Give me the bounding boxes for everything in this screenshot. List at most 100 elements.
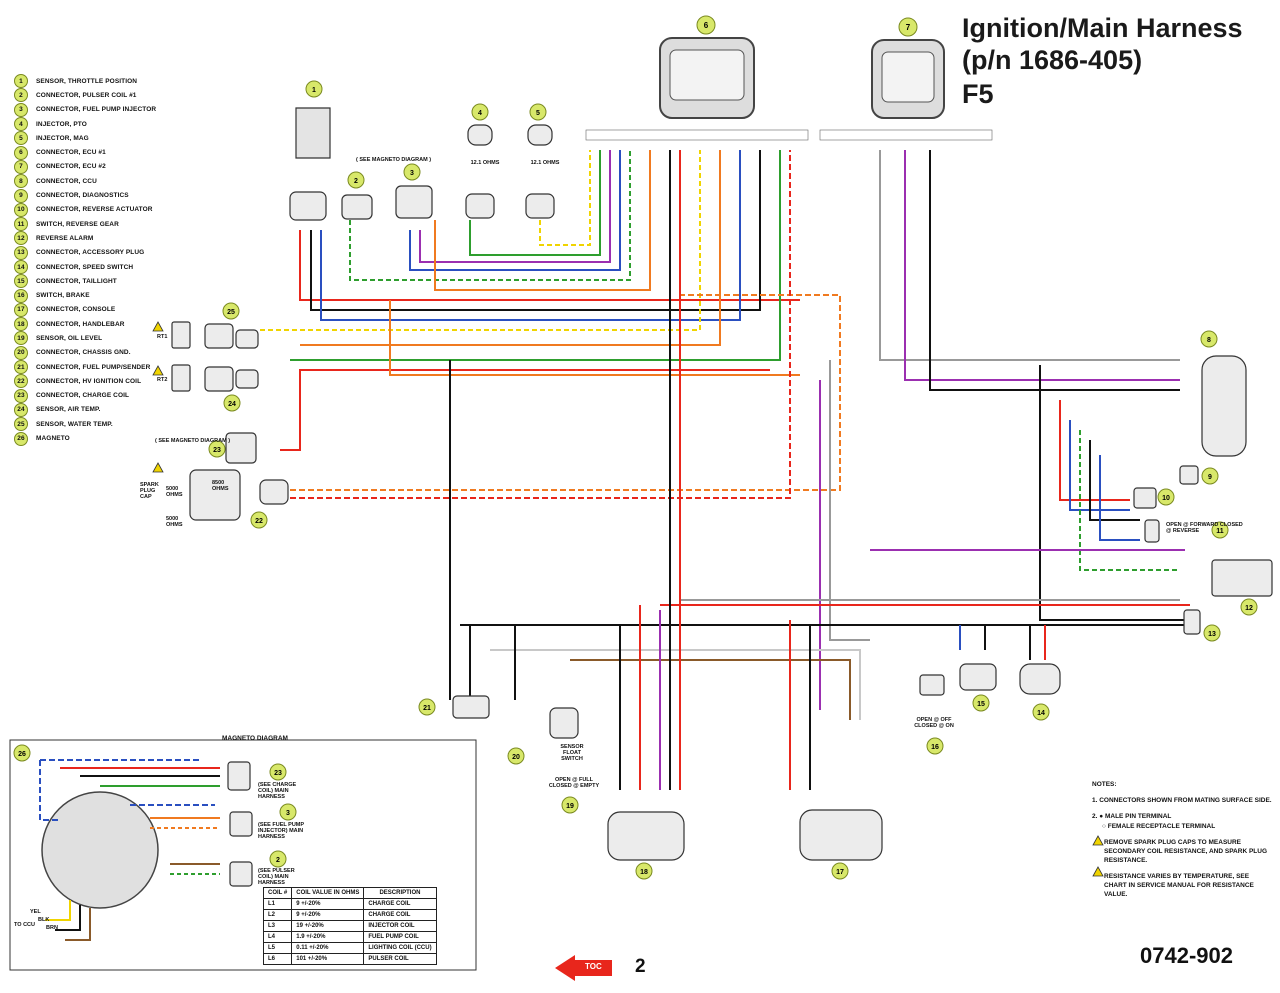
- svg-text:23: 23: [213, 447, 221, 454]
- legend-number-badge: 3: [14, 102, 28, 117]
- legend-label: CONNECTOR, CHARGE COIL: [36, 392, 130, 400]
- table-cell: LIGHTING COIL (CCU): [363, 942, 437, 954]
- legend-number-badge: 23: [14, 388, 28, 403]
- svg-text:16: 16: [931, 744, 939, 751]
- page-title-line1: Ignition/Main Harness: [962, 13, 1243, 43]
- legend-label: CONNECTOR, HV IGNITION COIL: [36, 377, 142, 385]
- legend-number-badge: 12: [14, 231, 28, 246]
- legend-number-badge: 5: [14, 131, 28, 146]
- toc-arrow-icon[interactable]: [555, 955, 612, 981]
- legend-number-badge: 14: [14, 260, 28, 274]
- injector-mag-ohms: 12.1 OHMS: [530, 160, 560, 166]
- table-cell: 9 +/-20%: [291, 909, 365, 921]
- table-cell: L1: [262, 898, 293, 910]
- notes-section: NOTES: 1. CONNECTORS SHOWN FROM MATING S…: [1092, 780, 1272, 906]
- legend-label: CONNECTOR, ACCESSORY PLUG: [36, 249, 145, 257]
- legend-item: 6 CONNECTOR, ECU #1: [14, 145, 214, 160]
- connector-bodies: [171, 107, 1273, 887]
- legend-label: CONNECTOR, FUEL PUMP/SENDER: [36, 363, 151, 371]
- legend-number-badge: 8: [14, 174, 28, 189]
- legend-number-badge: 1: [14, 74, 28, 89]
- svg-text:12: 12: [1245, 605, 1253, 612]
- page-number: 2: [635, 956, 646, 977]
- rt2-label: RT2: [157, 377, 168, 383]
- legend-label: CONNECTOR, ECU #1: [36, 149, 106, 157]
- legend-item: 21 CONNECTOR, FUEL PUMP/SENDER: [14, 360, 214, 375]
- table-cell: 101 +/-20%: [291, 953, 365, 965]
- spark-plug-ohms-a: 5000 OHMS: [166, 486, 183, 498]
- legend-number-badge: 6: [14, 145, 28, 160]
- legend-label: CONNECTOR, CHASSIS GND.: [36, 349, 131, 357]
- magneto-label-3: (SEE FUEL PUMP INJECTOR) MAIN HARNESS: [258, 822, 304, 840]
- legend-label: CONNECTOR, REVERSE ACTUATOR: [36, 206, 153, 214]
- table-cell: L5: [262, 942, 293, 954]
- legend-number-badge: 24: [14, 402, 28, 417]
- svg-text:4: 4: [478, 110, 482, 117]
- svg-text:17: 17: [836, 869, 844, 876]
- float-switch-states: OPEN @ FULL CLOSED @ EMPTY: [548, 777, 600, 789]
- svg-text:9: 9: [1208, 474, 1212, 481]
- legend-label: CONNECTOR, CONSOLE: [36, 306, 116, 314]
- svg-text:3: 3: [410, 170, 414, 177]
- legend-number-badge: 25: [14, 417, 28, 432]
- toc-link[interactable]: TOC: [585, 962, 602, 971]
- legend-item: 3 CONNECTOR, FUEL PUMP INJECTOR: [14, 102, 214, 117]
- legend-number-badge: 13: [14, 245, 28, 260]
- legend-item: 13 CONNECTOR, ACCESSORY PLUG: [14, 245, 214, 260]
- see-magneto-label: ( SEE MAGNETO DIAGRAM ): [356, 157, 432, 163]
- coil-value-table: COIL # COIL VALUE IN OHMS DESCRIPTION L1…: [262, 887, 437, 965]
- svg-text:3: 3: [286, 810, 290, 817]
- legend-label: SENSOR, THROTTLE POSITION: [36, 77, 138, 85]
- table-cell: 19 +/-20%: [291, 920, 365, 932]
- table-cell: FUEL PUMP COIL: [363, 931, 437, 943]
- connector-ecu-1: 6: [585, 15, 809, 141]
- svg-text:19: 19: [566, 803, 574, 810]
- legend-number-badge: 16: [14, 288, 28, 303]
- svg-text:1: 1: [312, 87, 316, 94]
- table-header: DESCRIPTION: [363, 887, 437, 899]
- table-cell: 1.9 +/-20%: [291, 931, 365, 943]
- legend-label: INJECTOR, MAG: [36, 134, 89, 142]
- table-cell: 9 +/-20%: [291, 898, 365, 910]
- rt1-label: RT1: [157, 334, 168, 340]
- legend-number-badge: 11: [14, 217, 28, 232]
- legend-number-badge: 2: [14, 88, 28, 103]
- legend-number-badge: 10: [14, 202, 28, 217]
- svg-text:26: 26: [18, 751, 26, 758]
- legend-label: CONNECTOR, CCU: [36, 177, 97, 185]
- svg-text:2: 2: [276, 857, 280, 864]
- legend-number-badge: 17: [14, 302, 28, 317]
- table-header: COIL VALUE IN OHMS: [291, 887, 365, 899]
- legend-label: CONNECTOR, FUEL PUMP INJECTOR: [36, 106, 157, 114]
- table-cell: PULSER COIL: [363, 953, 437, 965]
- table-cell: 0.11 +/-20%: [291, 942, 365, 954]
- svg-text:6: 6: [704, 21, 709, 30]
- table-cell: L2: [262, 909, 293, 921]
- page-title-line2: (p/n 1686-405): [962, 45, 1143, 75]
- legend-number-badge: 20: [14, 345, 28, 360]
- magneto-diagram: [9, 739, 477, 971]
- legend-item: 23 CONNECTOR, CHARGE COIL: [14, 388, 214, 403]
- table-cell: INJECTOR COIL: [363, 920, 437, 932]
- legend-label: SENSOR, AIR TEMP.: [36, 406, 101, 414]
- note-2a: 2. ● MALE PIN TERMINAL: [1092, 813, 1172, 820]
- reverse-switch-states: OPEN @ FORWARD CLOSED @ REVERSE: [1166, 522, 1243, 534]
- connector-ecu-2: 7: [819, 17, 993, 141]
- to-ccu-label: TO CCU: [14, 922, 35, 928]
- note-4: RESISTANCE VARIES BY TEMPERATURE, SEE CH…: [1104, 873, 1254, 898]
- legend-number-badge: 21: [14, 360, 28, 375]
